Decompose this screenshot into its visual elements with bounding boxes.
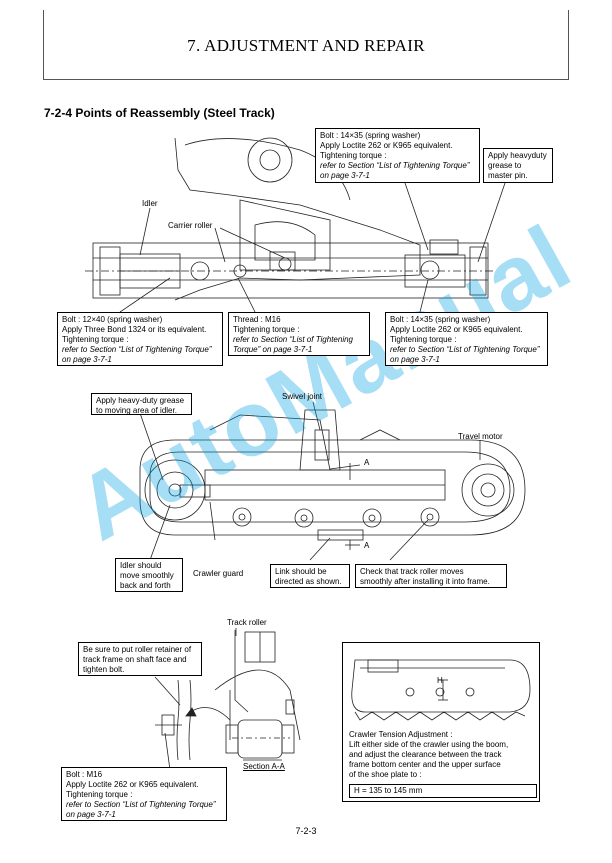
carrier-roller-label: Carrier roller bbox=[168, 221, 213, 230]
callout-ref: refer to Section “List of Tightening Tor… bbox=[320, 161, 470, 170]
section-title: 7-2-4 Points of Reassembly (Steel Track) bbox=[44, 106, 275, 120]
callout-line: Tightening torque : bbox=[320, 151, 387, 160]
callout-line: Link should be bbox=[275, 567, 327, 576]
callout-line: Apply Loctite 262 or K965 equivalent. bbox=[390, 325, 523, 334]
swivel-joint-label: Swivel joint bbox=[282, 392, 323, 401]
callout-line: directed as shown. bbox=[275, 577, 342, 586]
section-aa-label: Section A-A bbox=[243, 762, 285, 771]
callout-line: Be sure to put roller retainer of bbox=[83, 645, 192, 654]
callout-line: Apply Loctite 262 or K965 equivalent. bbox=[320, 141, 453, 150]
callout-track-roller-check: Check that track roller moves smoothly a… bbox=[355, 564, 507, 588]
callout-line: tighten bolt. bbox=[83, 665, 125, 674]
callout-line: Bolt : 14×35 (spring washer) bbox=[320, 131, 421, 140]
callout-ref: on page 3-7-1 bbox=[62, 355, 112, 364]
bottom-left-drawing bbox=[154, 628, 301, 771]
tension-value: H = 135 to 145 mm bbox=[349, 784, 537, 798]
callout-line: Thread : M16 bbox=[233, 315, 281, 324]
track-roller-label: Track roller bbox=[227, 618, 267, 627]
callout-line: smoothly after installing it into frame. bbox=[360, 577, 490, 586]
callout-line: Tightening torque : bbox=[390, 335, 457, 344]
callout-roller-retainer: Be sure to put roller retainer of track … bbox=[78, 642, 202, 676]
callout-link-direction: Link should be directed as shown. bbox=[270, 564, 350, 588]
callout-top-center: Bolt : 14×35 (spring washer) Apply Locti… bbox=[315, 128, 480, 183]
callout-line: Idler should bbox=[120, 561, 162, 570]
callout-line: Apply Loctite 262 or K965 equivalent. bbox=[66, 780, 199, 789]
page-title: 7. ADJUSTMENT AND REPAIR bbox=[187, 36, 425, 55]
callout-ref: refer to Section “List of Tightening Tor… bbox=[62, 345, 212, 354]
callout-bottom-left: Bolt : 12×40 (spring washer) Apply Three… bbox=[57, 312, 223, 366]
callout-line: track frame on shaft face and bbox=[83, 655, 187, 664]
top-drawing bbox=[85, 137, 506, 313]
tension-drawing bbox=[351, 659, 531, 721]
callout-line: to moving area of idler. bbox=[96, 406, 177, 415]
section-mark-a-upper: A bbox=[364, 458, 370, 467]
callout-bottom-right: Bolt : 14×35 (spring washer) Apply Locti… bbox=[385, 312, 548, 366]
crawler-guard-label: Crawler guard bbox=[193, 569, 244, 578]
travel-motor-label: Travel motor bbox=[458, 432, 503, 441]
callout-grease-idler: Apply heavy-duty grease to moving area o… bbox=[91, 393, 192, 415]
callout-line: Tightening torque : bbox=[233, 325, 300, 334]
tension-line: Lift either side of the crawler using th… bbox=[349, 740, 509, 749]
tension-line: and adjust the clearance between the tra… bbox=[349, 750, 502, 759]
page-number: 7-2-3 bbox=[295, 826, 317, 836]
section-mark-a-lower: A bbox=[364, 541, 370, 550]
callout-bolt-m16: Bolt : M16 Apply Loctite 262 or K965 equ… bbox=[61, 767, 227, 821]
h-dimension-label: H bbox=[437, 676, 443, 685]
tension-panel bbox=[342, 642, 540, 802]
header-box: 7. ADJUSTMENT AND REPAIR bbox=[43, 10, 569, 80]
tension-line: frame bottom center and the upper surfac… bbox=[349, 760, 501, 769]
callout-line: Apply heavyduty bbox=[488, 151, 547, 160]
callout-ref: on page 3-7-1 bbox=[390, 355, 440, 364]
callout-line: Bolt : 14×35 (spring washer) bbox=[390, 315, 491, 324]
callout-ref: refer to Section “List of Tightening Tor… bbox=[390, 345, 540, 354]
tension-line: Crawler Tension Adjustment : bbox=[349, 730, 453, 739]
callout-line: Check that track roller moves bbox=[360, 567, 464, 576]
callout-ref: refer to Section “List of Tightening Tor… bbox=[66, 800, 216, 809]
callout-ref: Torque” on page 3-7-1 bbox=[233, 345, 313, 354]
callout-line: Bolt : M16 bbox=[66, 770, 103, 779]
callout-line: Tightening torque : bbox=[66, 790, 133, 799]
callout-top-right: Apply heavyduty grease to master pin. bbox=[483, 148, 553, 183]
callout-ref: refer to Section “List of Tightening bbox=[233, 335, 353, 344]
callout-ref: on page 3-7-1 bbox=[66, 810, 116, 819]
callout-idler-move: Idler should move smoothly back and fort… bbox=[115, 558, 183, 592]
callout-bottom-mid: Thread : M16 Tightening torque : refer t… bbox=[228, 312, 370, 356]
callout-line: Bolt : 12×40 (spring washer) bbox=[62, 315, 163, 324]
tension-instructions: Crawler Tension Adjustment : Lift either… bbox=[349, 730, 541, 780]
idler-label: Idler bbox=[142, 199, 158, 208]
callout-line: move smoothly bbox=[120, 571, 174, 580]
tension-line: of the shoe plate to : bbox=[349, 770, 422, 779]
callout-line: master pin. bbox=[488, 171, 528, 180]
callout-line: back and forth bbox=[120, 581, 171, 590]
callout-line: Apply Three Bond 1324 or its equivalent. bbox=[62, 325, 207, 334]
callout-line: Apply heavy-duty grease bbox=[96, 396, 185, 405]
callout-line: grease to bbox=[488, 161, 522, 170]
middle-drawing bbox=[139, 401, 526, 561]
callout-line: Tightening torque : bbox=[62, 335, 129, 344]
callout-ref: on page 3-7-1 bbox=[320, 171, 370, 180]
